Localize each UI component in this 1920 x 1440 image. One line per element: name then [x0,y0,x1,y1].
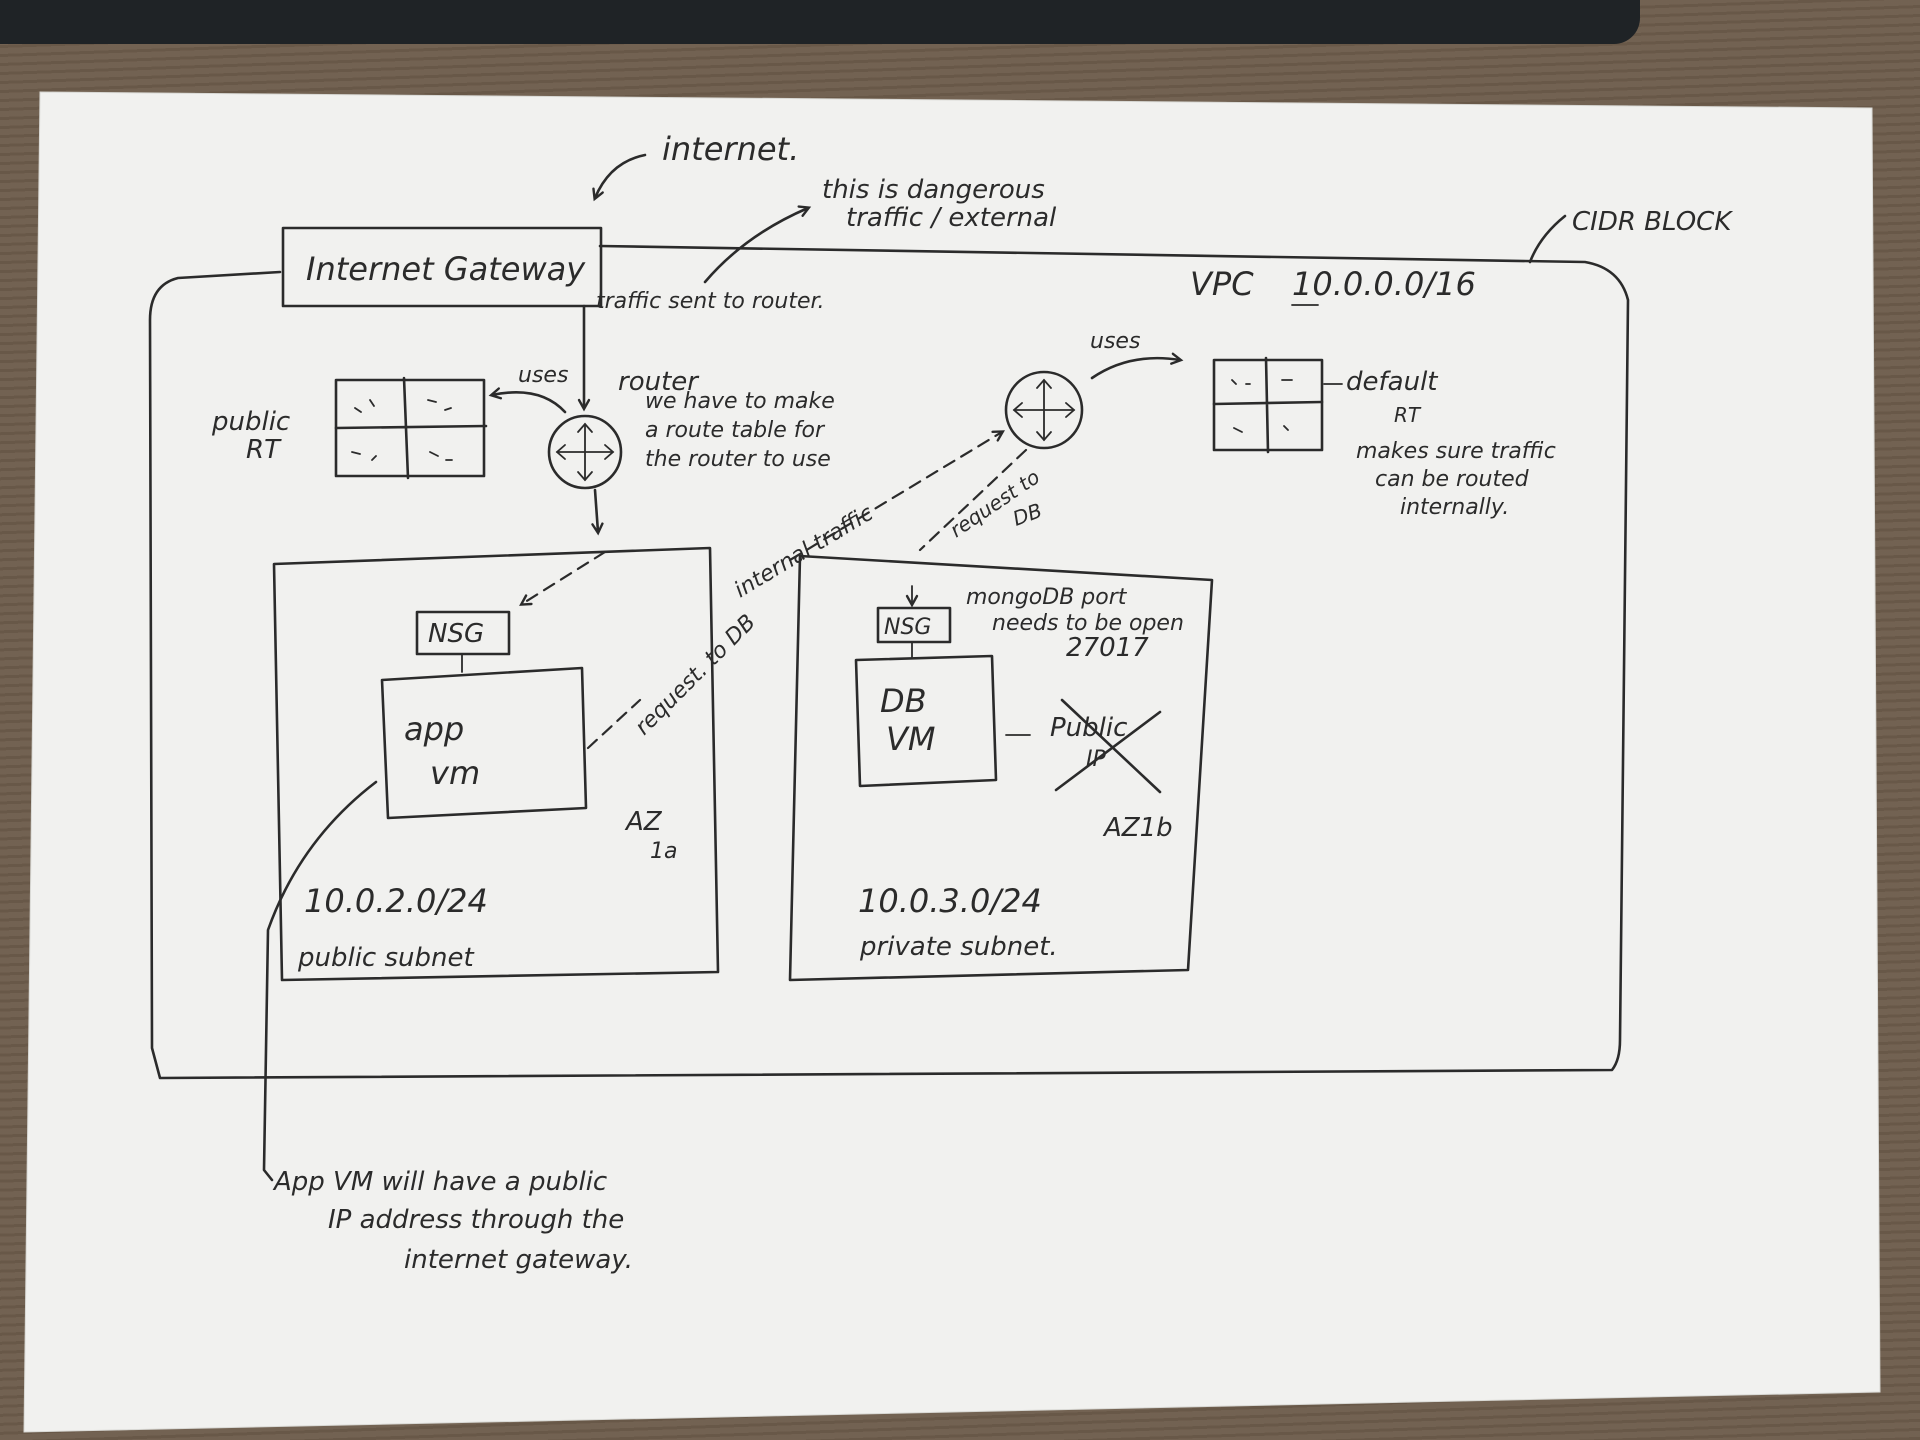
public-rt-label-line1: public [211,407,290,437]
bottom-note-line2: IP address through the [328,1205,624,1235]
dangerous-note-line1: this is dangerous [822,175,1045,205]
nsg-left-label: NSG [428,619,484,649]
db-vm-box [854,654,998,788]
app-vm-label-line2: vm [430,754,480,792]
router-to-subnet-arrow [591,488,604,536]
cidr-block-label: CIDR BLOCK [1572,207,1733,237]
private-subnet-label: private subnet. [859,932,1058,962]
uses-arrow-right [1090,352,1184,380]
uses-label-left: uses [518,363,568,388]
public-rt-label-line2: RT [246,435,282,465]
router-note-line1: we have to make [645,389,835,414]
router-icon [547,414,623,490]
mongo-note-line1: mongoDB port [966,585,1128,610]
router-to-db-dashed [918,448,1028,552]
uses-arrow-left [488,387,567,414]
nsg-right-box [876,606,952,644]
az-right-label: AZ1b [1102,813,1173,843]
default-rt-note-line2: can be routed [1375,467,1530,492]
app-vm-box [380,666,588,820]
default-rt-note-line3: internally. [1400,495,1509,520]
subnet-entry-dashed [519,550,607,606]
uses-label-right: uses [1090,329,1140,354]
internet-arrow [592,153,647,202]
az-left-line1: AZ [624,807,663,837]
private-subnet-cidr: 10.0.3.0/24 [858,882,1042,920]
default-rt-label-line2: RT [1394,403,1422,427]
private-subnet-box [788,554,1214,982]
dangerous-arrow [703,205,812,284]
cidr-block-pointer [1528,214,1567,264]
internet-label: internet. [662,130,799,168]
nsg-right-label: NSG [884,615,931,640]
internal-traffic-arrow [788,430,1005,562]
router-note-line2: a route table for [645,418,826,443]
public-ip-label-line1: Public [1050,713,1127,743]
vpc-label: VPC [1190,265,1254,303]
vpc-cidr-label: 10.0.0.0/16 [1292,265,1476,303]
bottom-note-pointer [262,780,378,1182]
db-vm-label-line2: VM [886,720,936,758]
bottom-note-line1: App VM will have a public [272,1167,607,1197]
table-icon [334,376,488,480]
paper-background [23,91,1881,1433]
laptop-edge [0,0,1640,44]
router-icon [1004,370,1084,450]
nsg-left-box [415,610,511,656]
dangerous-note-line2: traffic / external [846,203,1057,233]
bottom-note-line3: internet gateway. [404,1245,633,1275]
vpc-boundary [148,244,1630,1080]
default-rt-note-line1: makes sure traffic [1356,439,1556,464]
public-subnet-box [272,546,720,982]
router-label: router [618,367,700,397]
internet-gateway-box [281,226,603,308]
db-vm-label-line1: DB [880,682,927,720]
public-subnet-label: public subnet [297,943,474,973]
az-left-line2: 1a [650,839,677,864]
table-icon [1212,356,1324,454]
internet-gateway-label: Internet Gateway [306,250,586,288]
mongo-note-line2: needs to be open [992,611,1184,636]
traffic-sent-label: traffic sent to router. [596,289,825,314]
mongo-port: 27017 [1066,633,1149,663]
public-ip-cross-icon [1054,698,1162,794]
router-note-line3: the router to use [645,447,831,472]
app-vm-label-line1: app [404,710,464,748]
app-to-db-dashed [586,698,642,750]
default-rt-label-line1: default [1346,367,1438,397]
public-subnet-cidr: 10.0.2.0/24 [304,882,488,920]
